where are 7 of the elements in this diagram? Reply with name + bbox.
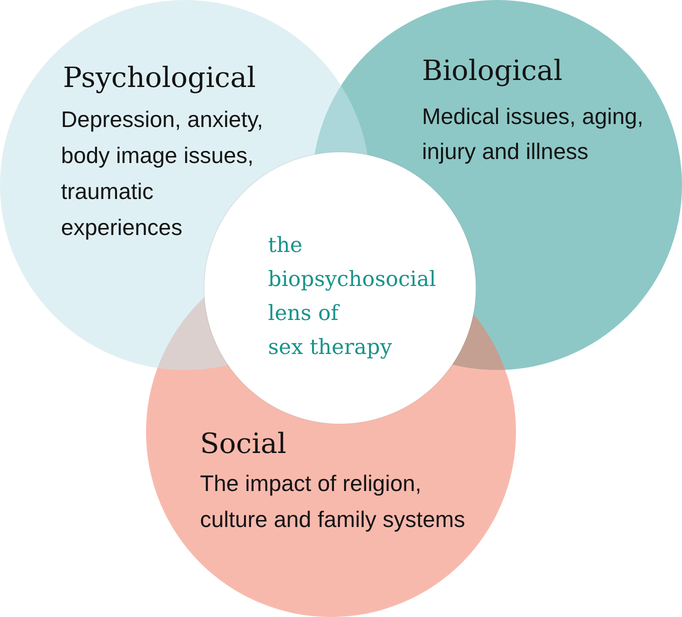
description-text: Depression, anxiety, body image issues, traumatic experiences: [61, 106, 264, 242]
category-heading: Biological: [422, 54, 562, 88]
category-heading: Psychological: [63, 61, 256, 95]
description-text: Medical issues, aging, injury and illness: [422, 103, 644, 166]
category-heading: Social: [200, 427, 286, 461]
central-title: the biopsychosocial lens of sex therapy: [268, 232, 436, 361]
description-text: The impact of religion, culture and family systems: [200, 470, 466, 534]
